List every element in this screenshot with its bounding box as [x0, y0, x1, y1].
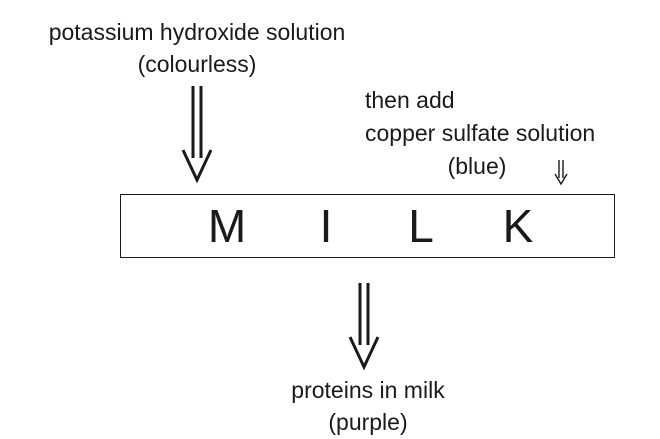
milk-letter-l: L [408, 200, 434, 252]
milk-box: M I L K [120, 194, 615, 258]
reagent2-colour: (blue) [447, 153, 507, 179]
milk-letter-m: M [207, 200, 247, 252]
double-down-arrow-icon [554, 160, 568, 186]
reagent1-colour: (colourless) [137, 51, 257, 77]
reagent1-name: potassium hydroxide solution [48, 19, 346, 45]
double-down-arrow-icon [181, 86, 213, 184]
result-colour: (purple) [328, 409, 408, 435]
double-down-arrow-icon [348, 283, 380, 371]
milk-letter-i: I [319, 200, 333, 252]
reagent2-name: copper sulfate solution [365, 120, 596, 146]
result-name: proteins in milk [291, 377, 445, 403]
milk-letter-k: K [502, 200, 534, 252]
reagent2-then-add: then add [365, 87, 455, 113]
